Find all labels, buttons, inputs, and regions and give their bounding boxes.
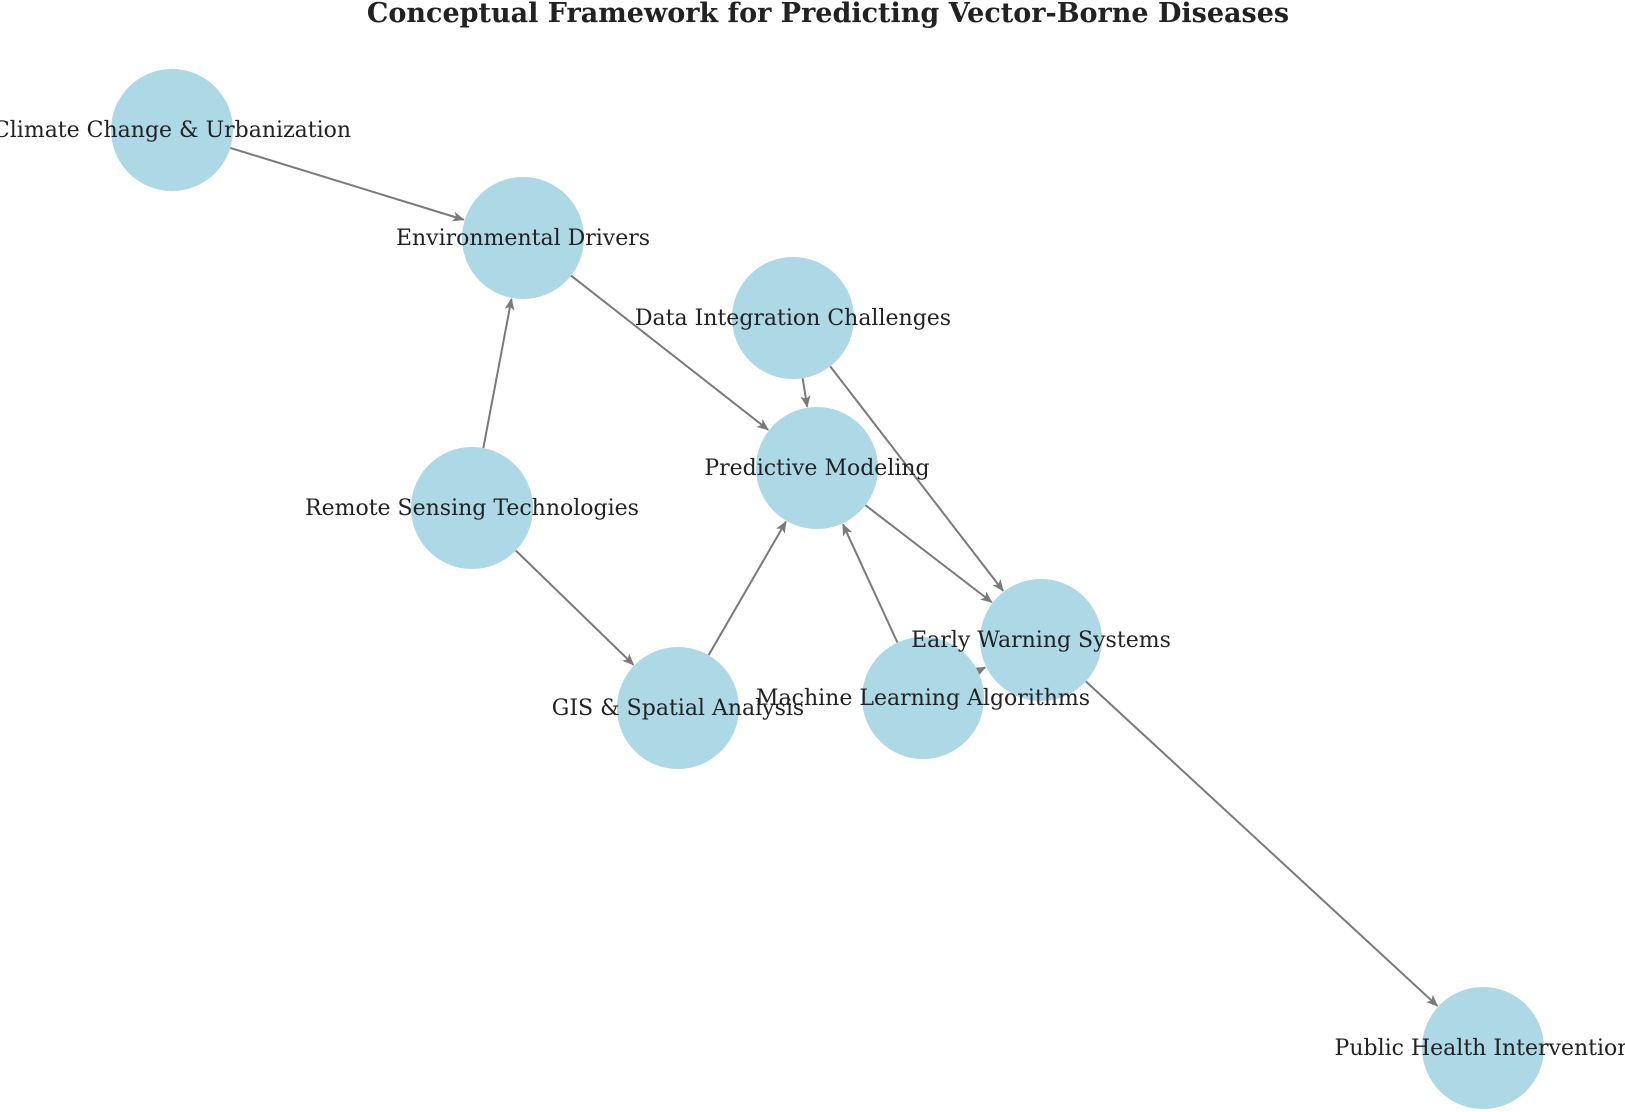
node-phi[interactable] — [1422, 987, 1544, 1109]
labels-layer: Climate Change & UrbanizationEnvironment… — [0, 118, 1625, 1061]
node-pred[interactable] — [756, 407, 878, 529]
edge-remote-to-env — [482, 297, 515, 449]
node-ml[interactable] — [862, 637, 984, 759]
node-label-env: Environmental Drivers — [396, 226, 650, 251]
edge-pred-to-ews — [864, 504, 993, 604]
node-env[interactable] — [462, 177, 584, 299]
diagram-title: Conceptual Framework for Predicting Vect… — [367, 0, 1289, 29]
edge-ews-to-phi — [1085, 680, 1439, 1007]
node-label-climate: Climate Change & Urbanization — [0, 118, 351, 143]
edge-climate-to-env — [230, 146, 465, 222]
nodes-layer — [111, 69, 1544, 1109]
node-remote[interactable] — [411, 447, 533, 569]
node-label-phi: Public Health Intervention — [1335, 1036, 1625, 1061]
edge-data-to-ews — [829, 365, 1004, 592]
node-label-data: Data Integration Challenges — [635, 306, 951, 331]
node-gis[interactable] — [617, 647, 739, 769]
edge-ml-to-ews — [973, 666, 987, 677]
node-label-ml: Machine Learning Algorithms — [756, 686, 1090, 711]
edge-remote-to-gis — [515, 549, 635, 666]
edges-layer — [230, 146, 1439, 1007]
edge-data-to-pred — [800, 378, 811, 408]
node-label-ews: Early Warning Systems — [911, 628, 1171, 653]
node-label-remote: Remote Sensing Technologies — [305, 496, 639, 521]
node-label-pred: Predictive Modeling — [704, 456, 929, 481]
edge-gis-to-pred — [707, 520, 787, 656]
node-climate[interactable] — [111, 69, 233, 191]
node-label-gis: GIS & Spatial Analysis — [552, 696, 804, 721]
node-ews[interactable] — [980, 579, 1102, 701]
node-data[interactable] — [732, 257, 854, 379]
edge-env-to-pred — [570, 274, 769, 431]
edge-ml-to-pred — [842, 523, 899, 644]
